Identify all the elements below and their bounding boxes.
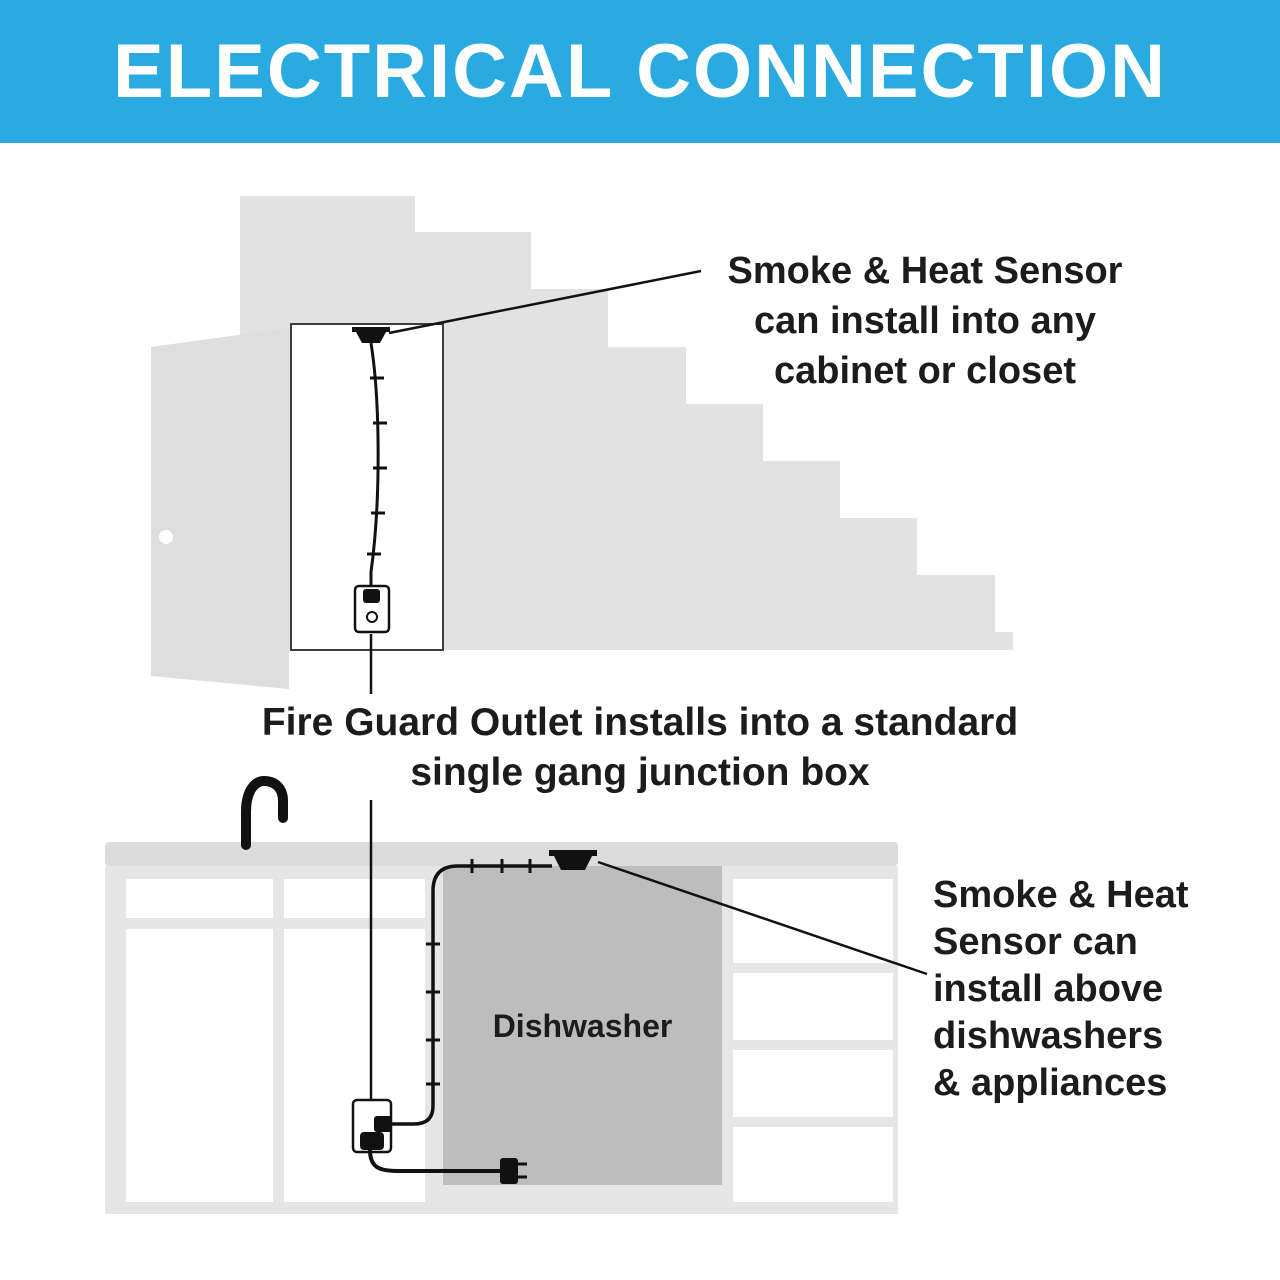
smoke-heat-sensor-icon bbox=[549, 850, 597, 870]
cabinet-drawer-panel bbox=[126, 879, 273, 918]
closet-door bbox=[151, 328, 289, 689]
countertop bbox=[105, 842, 898, 866]
page-title: ELECTRICAL CONNECTION bbox=[113, 29, 1167, 114]
annotation-fire-guard-outlet: Fire Guard Outlet installs into a standa… bbox=[140, 698, 1140, 798]
cabinet-drawer-panel bbox=[284, 879, 425, 918]
kitchen-diagram bbox=[105, 775, 898, 1214]
sensor-wire bbox=[392, 859, 552, 1126]
annotation-line: Fire Guard Outlet installs into a standa… bbox=[261, 701, 1019, 744]
annotation-line: install above bbox=[933, 968, 1164, 1010]
annotation-line: Smoke & Heat Sensor bbox=[727, 250, 1123, 292]
fire-guard-outlet-icon bbox=[353, 584, 391, 634]
header-banner: ELECTRICAL CONNECTION bbox=[0, 0, 1280, 143]
faucet-icon bbox=[241, 775, 288, 850]
annotation-line: dishwashers bbox=[933, 1015, 1164, 1057]
fire-guard-outlet-icon bbox=[351, 1098, 393, 1154]
door-knob bbox=[159, 530, 173, 544]
dishwasher-label: Dishwasher bbox=[492, 1008, 673, 1044]
annotation-line: cabinet or closet bbox=[774, 350, 1076, 392]
cabinet-drawer-panel bbox=[733, 973, 893, 1040]
leader-line-closet-sensor bbox=[388, 269, 702, 335]
appliance-cord bbox=[368, 1149, 527, 1184]
cabinet-drawer-panel bbox=[733, 1050, 893, 1117]
leader-lines bbox=[369, 269, 928, 1099]
cabinet-drawer-panel bbox=[733, 1127, 893, 1202]
annotation-dishwasher-sensor: Smoke & Heat Sensor can install above di… bbox=[933, 872, 1223, 1107]
cabinet-door-panel bbox=[126, 929, 273, 1202]
annotation-line: can install into any bbox=[753, 300, 1097, 342]
cabinet-door-panel bbox=[733, 879, 893, 963]
annotation-closet-sensor: Smoke & Heat Sensor can install into any… bbox=[700, 246, 1150, 396]
leader-line-dishwasher-sensor bbox=[597, 860, 928, 976]
smoke-heat-sensor-icon bbox=[352, 327, 390, 343]
annotation-line: Sensor can bbox=[933, 921, 1138, 963]
annotation-line: single gang junction box bbox=[410, 751, 870, 794]
annotation-line: Smoke & Heat bbox=[933, 874, 1189, 916]
cabinet-door-panel bbox=[284, 929, 425, 1202]
staircase-closet-diagram bbox=[151, 196, 1013, 689]
dishwasher-body bbox=[443, 866, 722, 1185]
annotation-line: & appliances bbox=[933, 1062, 1168, 1104]
sensor-wire bbox=[367, 342, 387, 590]
plug-icon bbox=[500, 1158, 518, 1184]
